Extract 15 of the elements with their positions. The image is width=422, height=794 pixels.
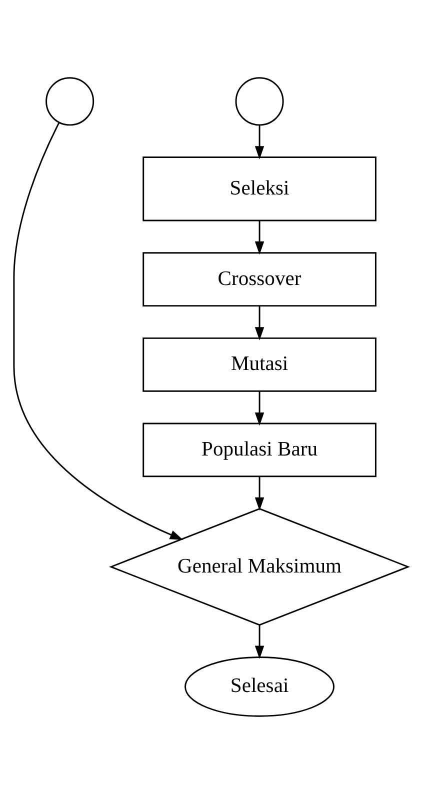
arrow — [254, 625, 264, 659]
arrow — [254, 306, 264, 340]
node-circle — [235, 77, 284, 126]
node-box: Populasi Baru — [142, 422, 376, 478]
node-ellipse: Selesai — [184, 656, 335, 717]
node-diamond: General Maksimum — [108, 508, 410, 626]
arrow — [254, 476, 264, 511]
arrow — [13, 122, 184, 540]
node-circle — [46, 77, 94, 126]
arrow — [254, 220, 264, 255]
node-box: Crossover — [142, 252, 376, 307]
arrow — [254, 125, 264, 160]
arrow — [254, 391, 264, 426]
node-box: Seleksi — [142, 156, 376, 222]
node-box: Mutasi — [142, 337, 376, 392]
